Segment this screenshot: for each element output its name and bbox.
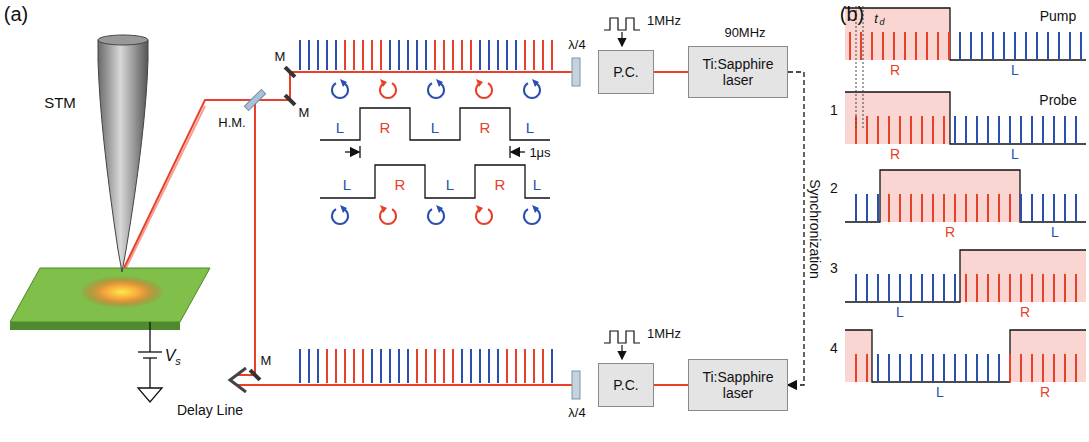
label: 90MHz — [724, 26, 765, 39]
label: R — [480, 120, 491, 135]
label: L — [446, 177, 454, 192]
label: R — [945, 225, 955, 239]
bias-circuit — [138, 322, 162, 402]
label: L — [533, 177, 541, 192]
connector — [654, 384, 688, 386]
label: 1MHz — [647, 327, 681, 340]
label: 1MHz — [647, 14, 681, 27]
label: 1 — [830, 103, 838, 117]
label: L — [336, 120, 344, 135]
quarter-wave-plate — [572, 371, 580, 399]
label: (b) — [840, 4, 864, 24]
label: (a) — [4, 4, 28, 24]
pockels-cell-box: P.C. — [598, 50, 654, 94]
box-text: Ti:Sapphire laser — [694, 369, 782, 401]
polarization-waveform — [320, 108, 550, 198]
label: R — [495, 177, 506, 192]
label: Probe — [1039, 93, 1076, 107]
label: L — [1011, 63, 1019, 77]
label: L — [936, 385, 944, 399]
label: L — [343, 177, 351, 192]
laser-box: Ti:Sapphire laser — [688, 46, 788, 98]
timing-chart — [845, 8, 1086, 382]
quarter-wave-plate — [572, 58, 580, 86]
sample-edge — [10, 322, 180, 330]
label: t — [874, 12, 878, 25]
label: STM — [44, 95, 76, 110]
pockels-cell-box: P.C. — [598, 363, 654, 407]
label: d — [879, 18, 884, 27]
label: R — [395, 177, 406, 192]
box-text: Ti:Sapphire laser — [694, 56, 782, 88]
box-text: P.C. — [613, 377, 638, 393]
beam-to-tip — [126, 106, 205, 268]
delay-marker — [856, 6, 863, 128]
label: R — [890, 147, 900, 161]
label: H.M. — [218, 116, 245, 129]
connector-label: Synchronization — [808, 179, 822, 279]
connector — [654, 71, 688, 73]
label: R — [380, 120, 391, 135]
label: R — [1020, 305, 1030, 319]
mirror — [249, 66, 297, 382]
box-text: P.C. — [613, 64, 638, 80]
delay-line-reflector — [230, 368, 246, 392]
label: 2 — [830, 181, 838, 195]
laser-beam — [124, 72, 572, 385]
label: Pump — [1040, 9, 1077, 23]
label: L — [896, 305, 904, 319]
label: M — [261, 354, 272, 367]
label: V — [165, 348, 176, 364]
label: L — [431, 120, 439, 135]
label: L — [1011, 147, 1019, 161]
label: Delay Line — [177, 403, 243, 417]
polarization-circle — [332, 79, 540, 224]
connector — [788, 72, 804, 385]
label: 3 — [830, 261, 838, 275]
laser-spot — [80, 276, 164, 308]
label: λ/4 — [568, 38, 585, 51]
label: M — [275, 50, 286, 63]
laser-box: Ti:Sapphire laser — [688, 359, 788, 411]
sample — [10, 268, 210, 322]
label: M — [299, 106, 310, 119]
half-mirror — [244, 89, 265, 110]
label: 4 — [830, 341, 838, 355]
label: R — [890, 63, 900, 77]
label: λ/4 — [568, 406, 585, 419]
label: L — [1051, 225, 1059, 239]
label: s — [175, 356, 181, 367]
label: R — [1040, 385, 1050, 399]
label: L — [526, 120, 534, 135]
stm-tip-top — [98, 35, 148, 45]
label: 1μs — [529, 146, 550, 159]
